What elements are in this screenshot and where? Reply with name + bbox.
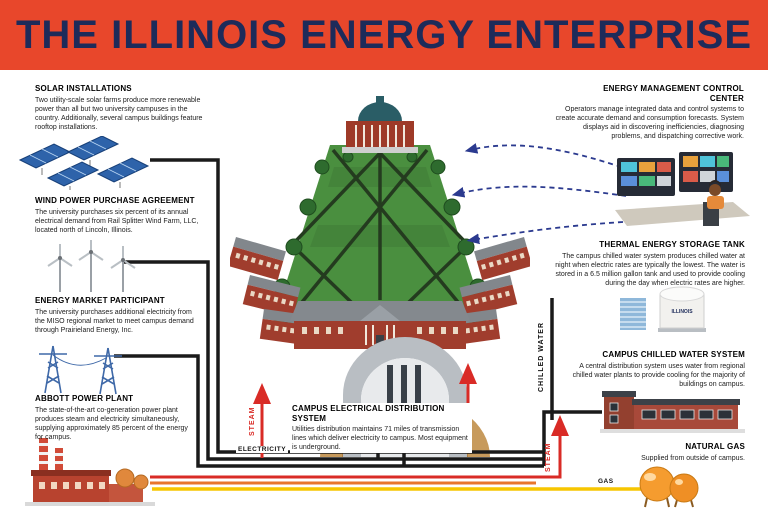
section-market-body: The university purchases additional elec… [35, 308, 194, 334]
chilled-water-plant-illustration [600, 391, 745, 433]
section-control-body: Operators manage integrated data and con… [555, 106, 744, 141]
section-control: ENERGY MANAGEMENT CONTROL CENTER Operato… [552, 84, 744, 142]
section-thermal: THERMAL ENERGY STORAGE TANK The campus c… [552, 240, 745, 288]
section-abbott: ABBOTT POWER PLANT The state-of-the-art … [35, 394, 190, 442]
section-electrical-body: Utilities distribution maintains 71 mile… [292, 426, 468, 452]
section-natural-gas-title: NATURAL GAS [685, 442, 745, 451]
section-solar-body: Two utility-scale solar farms produce mo… [35, 96, 203, 131]
section-control-title: ENERGY MANAGEMENT CONTROL CENTER [603, 84, 744, 103]
solar-panels-illustration [18, 136, 150, 190]
power-plant-illustration [25, 438, 155, 506]
section-abbott-title: ABBOTT POWER PLANT [35, 394, 134, 403]
section-market-title: ENERGY MARKET PARTICIPANT [35, 296, 165, 305]
electricity-label: ELECTRICITY [236, 446, 289, 453]
campus-building [459, 275, 518, 317]
control-data-arrows [451, 143, 631, 245]
campus-building [474, 237, 530, 281]
campus-building [242, 275, 301, 317]
wind-turbines-illustration [47, 240, 136, 292]
gas-label: GAS [596, 478, 616, 485]
dome-building [342, 96, 418, 153]
page-title: THE ILLINOIS ENERGY ENTERPRISE [15, 12, 753, 57]
section-natural-gas-body: Supplied from outside of campus. [641, 454, 745, 462]
section-market: ENERGY MARKET PARTICIPANT The university… [35, 296, 203, 335]
transmission-towers-illustration [39, 345, 122, 395]
section-abbott-body: The state-of-the-art co-generation power… [35, 406, 188, 441]
section-thermal-body: The campus chilled water system produces… [555, 252, 745, 287]
steam-right-label: STEAM [545, 442, 552, 473]
section-thermal-title: THERMAL ENERGY STORAGE TANK [599, 240, 745, 249]
section-chilled-title: CAMPUS CHILLED WATER SYSTEM [602, 350, 745, 359]
section-chilled: CAMPUS CHILLED WATER SYSTEM A central di… [565, 350, 745, 389]
section-wind: WIND POWER PURCHASE AGREEMENT The univer… [35, 196, 207, 235]
control-center-illustration [615, 152, 750, 226]
section-natural-gas: NATURAL GAS Supplied from outside of cam… [640, 442, 745, 463]
section-solar-title: SOLAR INSTALLATIONS [35, 84, 132, 93]
section-chilled-body: A central distribution system uses water… [572, 362, 745, 388]
gas-spheres-illustration [639, 466, 699, 508]
tank-label: ILLINOIS [671, 309, 693, 315]
campus-building [230, 237, 286, 281]
chilled-water-label: CHILLED WATER [538, 321, 545, 392]
section-wind-body: The university purchases six percent of … [35, 208, 199, 234]
steam-left-label: STEAM [249, 406, 256, 437]
section-solar: SOLAR INSTALLATIONS Two utility-scale so… [35, 84, 210, 132]
thermal-tank-illustration: ILLINOIS [620, 286, 706, 332]
section-wind-title: WIND POWER PURCHASE AGREEMENT [35, 196, 195, 205]
header-banner: THE ILLINOIS ENERGY ENTERPRISE [0, 0, 768, 70]
section-electrical: CAMPUS ELECTRICAL DISTRIBUTION SYSTEM Ut… [290, 403, 472, 454]
section-electrical-title: CAMPUS ELECTRICAL DISTRIBUTION SYSTEM [292, 404, 445, 423]
